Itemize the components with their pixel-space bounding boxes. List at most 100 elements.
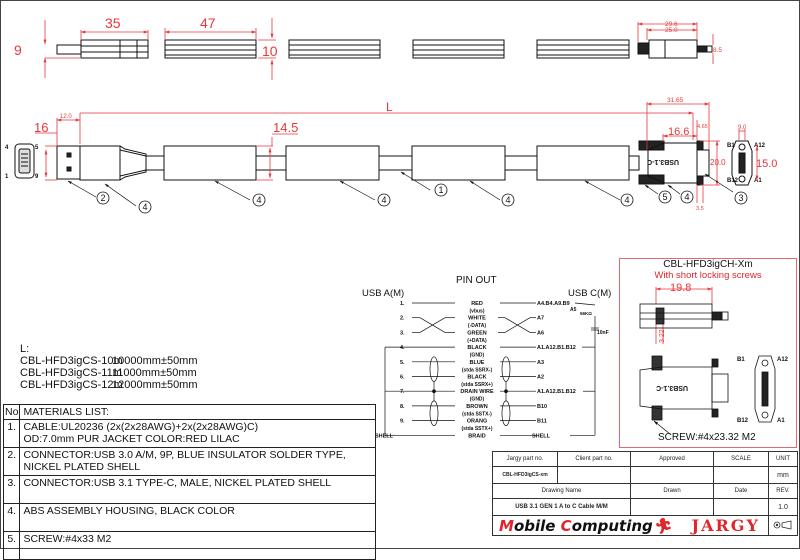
material-no: 3. [2,475,21,504]
variant-c-pin: B1 [737,357,745,363]
resistor-pin: A5 [570,307,577,313]
length-row: CBL-HFD3igCS-12m12000mm±50mm [20,379,198,391]
length-part: CBL-HFD3igCS-11m [20,367,122,379]
pinout-labels: 1.RED(vbus)A4.B4.A9.B92.WHITE(-DATA)A73.… [375,301,609,439]
length-value: 11000mm±50mm [112,367,197,379]
title-block: Jargy part no. Client part no. Approved … [492,451,798,536]
housing-segment [163,145,257,181]
client-part-value [557,466,631,484]
dim-c-overall: 31.65 [667,97,684,104]
rev-label: REV. [768,483,798,499]
drain-junction [432,389,436,394]
pinout-wire-signal: (GND) [470,397,485,403]
material-no: 5. [2,531,21,560]
material-line: CABLE:UL20236 (2x(2x28AWG)+2x(2x28AWG)C) [23,421,259,433]
material-line: CONNECTOR:USB 3.0 A/M, 9P, BLUE INSULATO… [23,449,346,461]
pinout-right-pin: SHELL [532,433,551,439]
pinout-wire-signal: (stda SSRX-) [462,367,493,373]
pinout-wire-color: BLACK [467,375,486,381]
shield-ellipse [429,400,439,426]
third-angle-projection-icon [773,520,792,529]
logo-letter: C [560,517,572,535]
dim-overall-length: L [386,100,393,114]
pinout-right-pin: A2 [537,375,544,381]
dim-c-screw: 3.5 [696,206,704,212]
housing-segment [412,39,505,59]
pinout-wire-signal: (-DATA) [468,323,486,329]
date-value [713,498,769,516]
twist [419,317,446,333]
material-line: OD:7.0mm PUR JACKET COLOR:RED LILAC [23,433,240,445]
variant-panel: CBL-HFD3igCH-Xm With short locking screw… [619,258,797,448]
pinout-right-pin: A3 [537,360,544,366]
material-row: 1.CABLE:UL20236 (2x(2x28AWG)+2x(2x28AWG)… [2,419,376,448]
usb-a-pin-label: 5 [35,145,39,151]
material-line: CONNECTOR:USB 3.1 TYPE-C, MALE, NICKEL P… [23,477,332,489]
dim-c-offset: 4.65 [697,124,708,130]
dim-c-body: 25.0 [665,27,678,34]
material-no: 2. [2,447,21,476]
length-part: CBL-HFD3igCS-10m [20,355,123,367]
pinout-wire-signal: (stda SSTX-) [462,411,492,417]
material-text: CABLE:UL20236 (2x(2x28AWG)+2x(2x28AWG)C)… [19,419,376,448]
length-part: CBL-HFD3igCS-12m [20,379,123,391]
approved-value [630,466,714,484]
runner-icon: 🏃︎ [652,517,672,535]
pinout-right-pin: A4.B4.A9.B9 [537,301,570,307]
callout-number: 3 [738,193,743,203]
housing-segment [536,39,630,59]
shield-ellipse [501,356,511,382]
jargy-part-value: CBL-HFD3igCS-xm [492,466,558,484]
material-row: 3.CONNECTOR:USB 3.1 TYPE-C, MALE, NICKEL… [2,475,376,504]
housing-segment [536,145,630,181]
scale-label: SCALE [713,451,769,467]
pinout-right-pin: A1.A12.B1.B12 [537,345,576,351]
pinout-right-pin: A7 [537,316,544,322]
dim-housing-height: 10 [262,43,278,59]
shield-ellipse [429,356,439,382]
dim-usb-a-height: 9 [14,42,22,58]
twist [504,317,531,333]
scale-value [713,466,769,484]
dim-c-body: 16.6 [668,126,689,138]
variant-title: CBL-HFD3igCH-Xm [663,259,753,270]
usb-a-pin-label: 9 [35,174,39,180]
pinout-wire-color: DRAIN WIRE [460,389,494,395]
material-text: ABS ASSEMBLY HOUSING, BLACK COLOR [19,503,376,532]
variant-usb-c-marking: USB3.1-C [656,384,688,391]
pinout-right-pin: A1.A12.B1.B12 [537,389,576,395]
pinout-wire-signal: (GND) [470,353,485,359]
top-view [56,39,713,59]
pinout-left-pin: SHELL [375,433,394,439]
pinout-wire-color: BLACK [467,345,486,351]
pinout-right-pin: B10 [537,404,547,410]
capacitor-value: 10nF [597,330,609,336]
housing-segment [288,39,381,59]
usb-a-pin-label: 4 [5,145,9,151]
mobile-computing-logo: Mobile Computing🏃︎ [499,517,672,535]
top-view-dimensions [43,18,714,80]
pinout-wire-color: BROWN [466,404,487,410]
usb-c-marking: USB3.1-C [647,158,679,165]
pinout-title: PIN OUT [456,275,497,286]
variant-dim-screw: 3.22 [659,329,666,343]
length-row: CBL-HFD3igCS-11m11000mm±50mm [20,367,198,379]
logo-word: omputing [571,517,653,535]
material-no: 4. [2,503,21,532]
pinout-left-pin: 7. [400,389,405,395]
callout-number: 5 [662,192,667,202]
pinout-left-pin: 2. [400,316,405,322]
callout-number: 2 [100,193,105,203]
pinout-right-pin: B11 [537,419,547,425]
date-label: Date [713,483,769,499]
dim-c-overall: 29.6 [665,21,678,28]
callout-number: 4 [142,202,147,212]
logo-area: Mobile Computing🏃︎ JARGY [492,515,769,536]
pinout-right-pin: A6 [537,330,544,336]
c-pin-label: A12 [754,143,766,149]
housing-segment [411,145,506,181]
material-row: 2.CONNECTOR:USB 3.0 A/M, 9P, BLUE INSULA… [2,447,376,476]
length-value: 12000mm±50mm [112,379,198,391]
material-text: CONNECTOR:USB 3.0 A/M, 9P, BLUE INSULATO… [19,447,376,476]
